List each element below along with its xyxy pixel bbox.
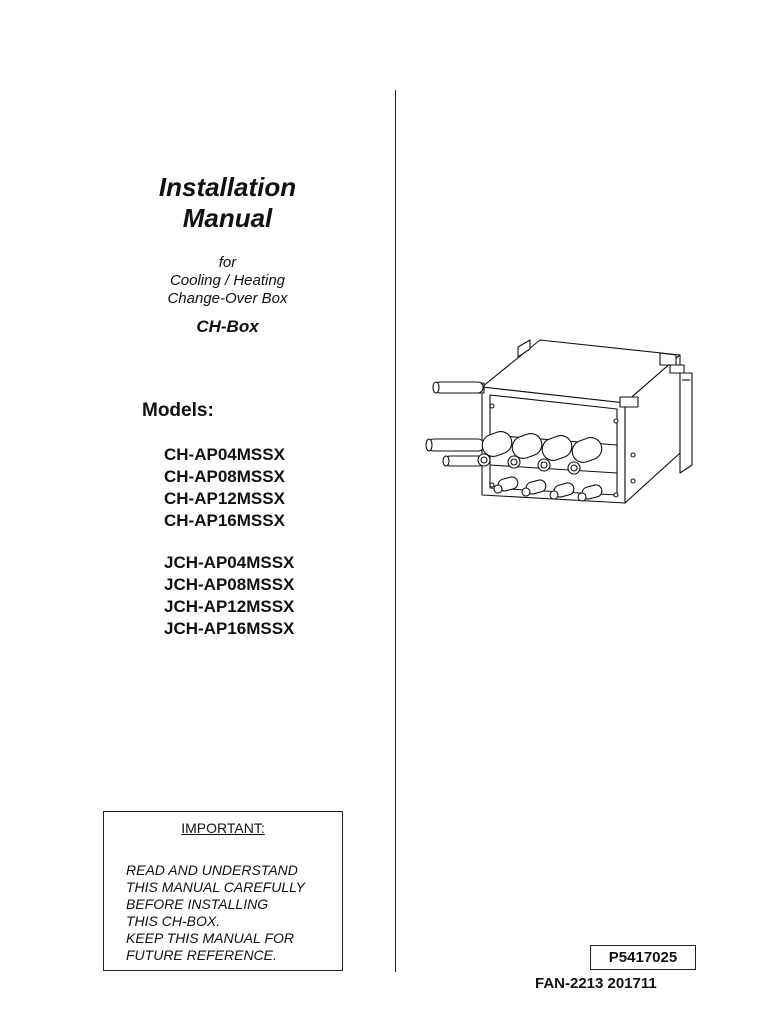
part-number-box: P5417025	[590, 945, 696, 970]
subtitle-line-3: Change-Over Box	[167, 290, 288, 307]
important-line: KEEP THIS MANUAL FOR	[126, 930, 295, 946]
model-item: CH-AP04MSSX	[164, 445, 285, 464]
model-item: CH-AP16MSSX	[164, 511, 285, 530]
important-notice-box: IMPORTANT: READ AND UNDERSTAND THIS MANU…	[103, 811, 343, 971]
model-item: JCH-AP08MSSX	[164, 575, 295, 594]
important-line: BEFORE INSTALLING	[126, 896, 269, 912]
document-title: Installation Manual	[120, 172, 335, 234]
ch-box-illustration	[425, 339, 693, 504]
model-list: CH-AP04MSSX CH-AP08MSSX CH-AP12MSSX CH-A…	[164, 444, 294, 640]
document-code: FAN-2213 201711	[535, 975, 657, 992]
important-text: READ AND UNDERSTAND THIS MANUAL CAREFULL…	[126, 862, 305, 964]
subtitle-line-2: Cooling / Heating	[169, 272, 286, 289]
model-item: CH-AP12MSSX	[164, 489, 285, 508]
product-name: CH-Box	[196, 317, 259, 336]
model-item: JCH-AP16MSSX	[164, 619, 295, 638]
important-line: FUTURE REFERENCE.	[126, 947, 277, 963]
important-heading: IMPORTANT:	[181, 820, 265, 836]
models-heading: Models:	[142, 400, 214, 421]
document-subtitle: for Cooling / Heating Change-Over Box	[120, 254, 335, 308]
subtitle-line-1: for	[218, 254, 237, 271]
model-item: JCH-AP12MSSX	[164, 597, 295, 616]
model-item: CH-AP08MSSX	[164, 467, 285, 486]
important-line: THIS MANUAL CAREFULLY	[126, 879, 305, 895]
important-line: THIS CH-BOX.	[126, 913, 221, 929]
title-line-2: Manual	[182, 203, 273, 233]
title-line-1: Installation	[158, 172, 297, 202]
important-line: READ AND UNDERSTAND	[126, 862, 298, 878]
page-divider-line	[395, 90, 396, 972]
model-item: JCH-AP04MSSX	[164, 553, 295, 572]
